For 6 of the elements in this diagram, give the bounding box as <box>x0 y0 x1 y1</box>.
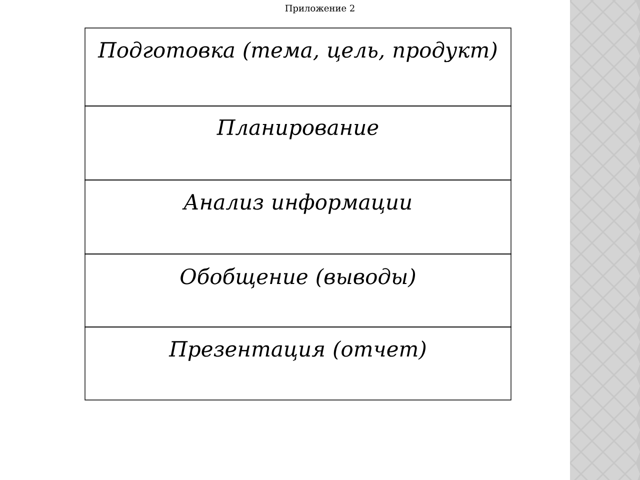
table-row: Планирование <box>84 106 512 180</box>
table-row: Обобщение (выводы) <box>84 254 512 328</box>
table-row: Подготовка (тема, цель, продукт) <box>84 28 512 106</box>
table-row: Анализ информации <box>84 180 512 254</box>
table-row: Презентация (отчет) <box>84 326 512 400</box>
title: Приложение 2 <box>285 4 354 14</box>
